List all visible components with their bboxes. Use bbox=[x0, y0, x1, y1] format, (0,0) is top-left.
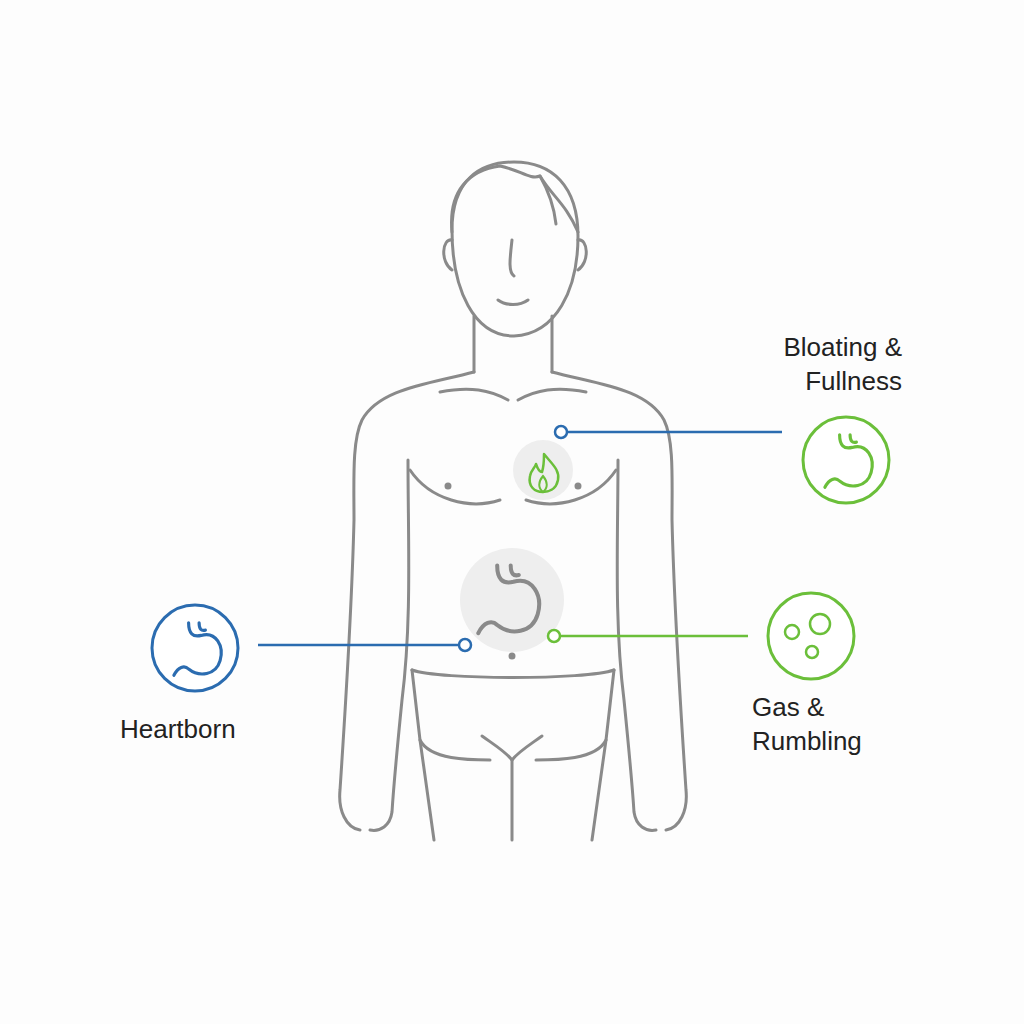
symptom-label: Heartborn bbox=[120, 712, 320, 746]
symptom-label: Gas & Rumbling bbox=[752, 690, 922, 758]
symptom-label: Bloating & Fullness bbox=[732, 330, 902, 398]
